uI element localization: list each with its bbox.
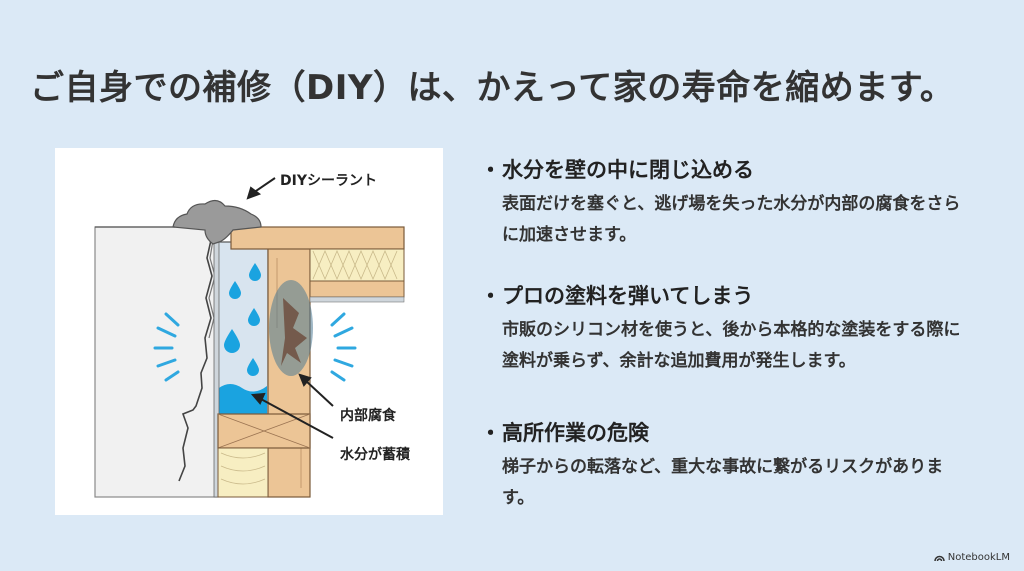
wall-cavity <box>217 241 269 415</box>
warning-lines-left <box>153 312 180 382</box>
warning-lines-right <box>330 312 357 382</box>
bullet-marker: ・ <box>480 284 501 308</box>
corrosion-label: 内部腐食 <box>340 407 397 424</box>
insulation <box>309 248 405 303</box>
branding-label: NotebookLM <box>947 552 1010 563</box>
corrosion-stain <box>269 280 313 376</box>
bullet-body: 梯子からの転落など、重大な事故に繋がるリスクがあります。 <box>502 457 944 508</box>
bullet-heading: プロの塗料を弾いてしまう <box>502 284 754 308</box>
slide-title: ご自身での補修（DIY）は、かえって家の寿命を縮めます。 <box>30 68 955 108</box>
sill-block <box>217 413 311 498</box>
bullet-marker: ・ <box>480 421 501 445</box>
moisture-label: 水分が蓄積 <box>340 446 411 463</box>
bullet-body: 市販のシリコン材を使うと、後から本格的な塗装をする際に塗料が乗らず、余計な追加費… <box>502 320 961 371</box>
bullet-item: ・ 高所作業の危険 梯子からの転落など、重大な事故に繋がるリスクがあります。 <box>480 418 1000 514</box>
sealant-blob <box>172 199 262 245</box>
notebooklm-branding: NotebookLM <box>934 552 1010 563</box>
bullet-item: ・ 水分を壁の中に閉じ込める 表面だけを塞ぐと、逃げ場を失った水分が内部の腐食を… <box>480 155 1000 251</box>
sealant-label: DIYシーラント <box>280 173 377 189</box>
bullet-heading: 高所作業の危険 <box>502 421 649 445</box>
bullet-body: 表面だけを塞ぐと、逃げ場を失った水分が内部の腐食をさらに加速させます。 <box>502 194 961 245</box>
callout-arrows <box>246 177 334 439</box>
exterior-wall <box>94 226 219 498</box>
bullet-marker: ・ <box>480 158 501 182</box>
notebooklm-logo-icon <box>934 555 945 562</box>
water-drop-icons <box>224 263 261 376</box>
bullet-item: ・ プロの塗料を弾いてしまう 市販のシリコン材を使うと、後から本格的な塗装をする… <box>480 281 1000 377</box>
crack-icon <box>178 239 213 482</box>
wall-cross-section-illustration: DIYシーラント 内部腐食 水分が蓄積 <box>55 148 443 515</box>
bullet-heading: 水分を壁の中に閉じ込める <box>502 158 754 182</box>
